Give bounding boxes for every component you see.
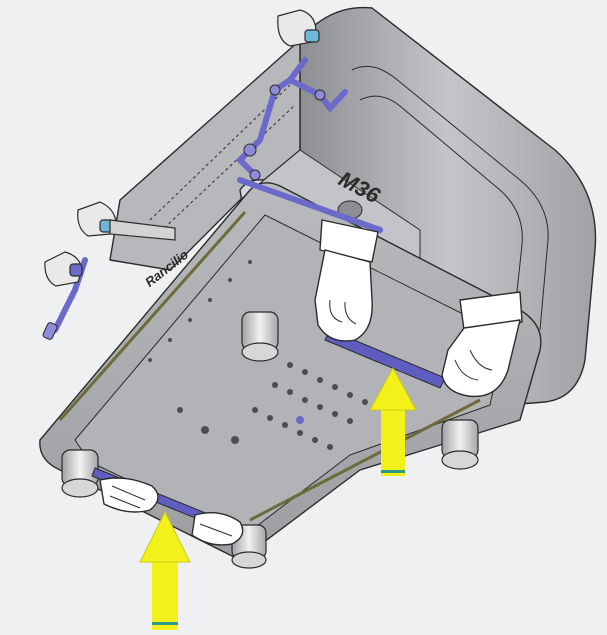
machine-foot (441, 419, 479, 470)
lift-arrow-right (369, 366, 417, 476)
steam-pipe (287, 77, 348, 113)
espresso-machine (39, 6, 597, 561)
pipe-fittings (42, 84, 326, 340)
machine-foot (61, 449, 99, 498)
machine-feet (61, 311, 479, 569)
base-rail-right (249, 398, 481, 522)
back-panel-contour (359, 95, 523, 311)
lift-arrow-front (139, 510, 191, 630)
glove-hand-left (314, 219, 379, 342)
cup-warmer-grill (159, 104, 296, 233)
steam-knob (44, 251, 83, 287)
lifting-bar-rear (324, 329, 446, 389)
machine-back-panel (299, 6, 597, 405)
glove-hand-right (441, 291, 523, 398)
steam-knob (277, 9, 320, 47)
hot-water-knob (77, 201, 176, 241)
back-panel-contour (351, 65, 549, 331)
glove-hand-front-left (99, 477, 159, 513)
base-plate-holes (148, 260, 368, 450)
machine-foot (241, 311, 279, 362)
steam-knobs (44, 9, 320, 287)
glove-hand-front-right (191, 512, 244, 546)
gloved-hands (99, 219, 523, 546)
hot-water-pipe (237, 177, 383, 233)
base-rail-left (58, 211, 247, 421)
